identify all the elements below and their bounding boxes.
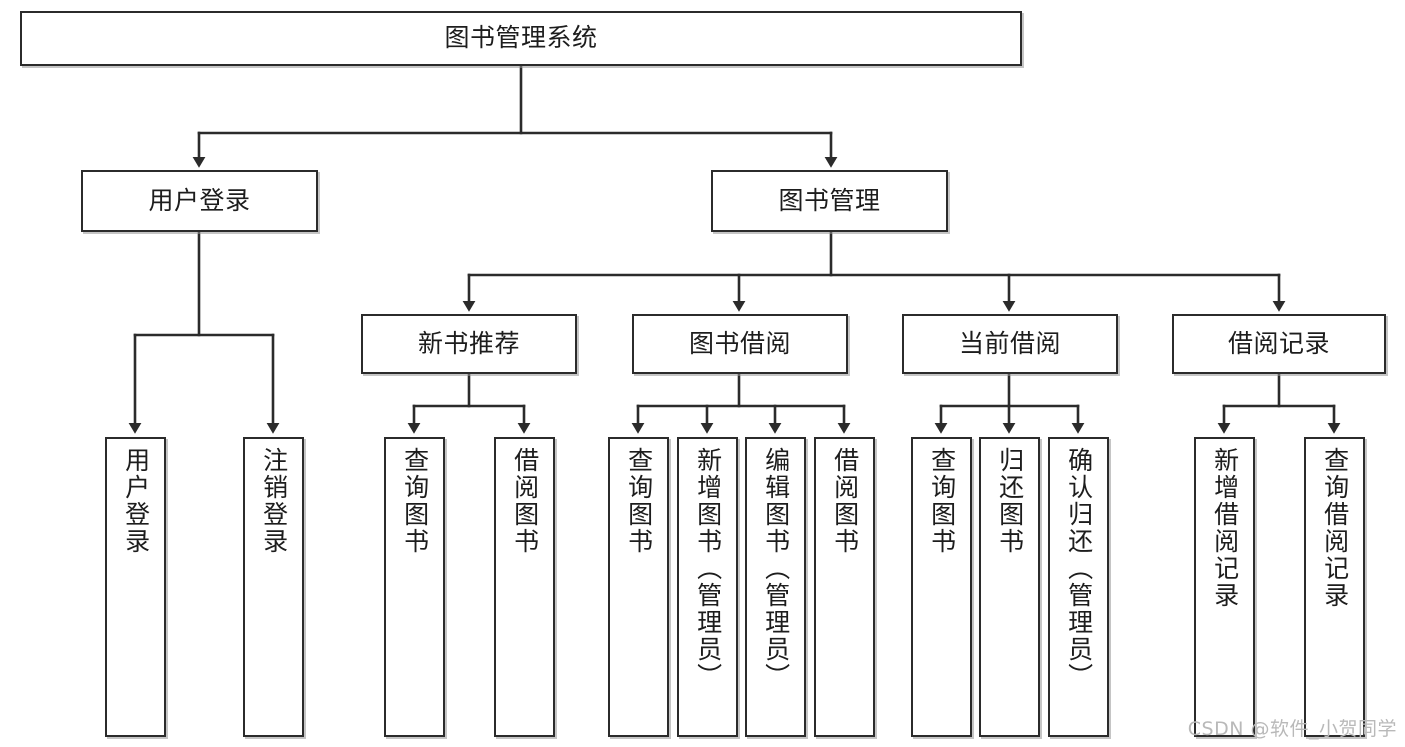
leaf-new-book-query[interactable]: 查询图书 — [384, 437, 445, 737]
node-label: 编辑图书（管理员） — [761, 447, 791, 690]
node-label: 借阅记录 — [1227, 328, 1330, 358]
node-label: 新增借阅记录 — [1210, 447, 1240, 609]
node-label: 确认归还（管理员） — [1064, 447, 1094, 690]
node-label: 图书管理 — [778, 185, 881, 215]
node-label: 图书借阅 — [688, 328, 791, 358]
node-root-system[interactable]: 图书管理系统 — [20, 11, 1022, 66]
node-label: 借阅图书 — [510, 447, 540, 555]
node-label: 注销登录 — [259, 447, 289, 555]
leaf-borrow-record-query[interactable]: 查询借阅记录 — [1304, 437, 1365, 737]
leaf-current-borrow-return[interactable]: 归还图书 — [979, 437, 1040, 737]
leaf-current-borrow-query[interactable]: 查询图书 — [911, 437, 972, 737]
leaf-user-login-signout[interactable]: 注销登录 — [243, 437, 304, 737]
node-label: 用户登录 — [121, 447, 151, 555]
node-label: 当前借阅 — [958, 328, 1061, 358]
leaf-book-borrow-add-admin[interactable]: 新增图书（管理员） — [677, 437, 738, 737]
node-book-management[interactable]: 图书管理 — [711, 170, 948, 232]
leaf-user-login-signin[interactable]: 用户登录 — [105, 437, 166, 737]
node-current-borrow[interactable]: 当前借阅 — [902, 314, 1118, 374]
node-label: 借阅图书 — [830, 447, 860, 555]
node-borrow-record[interactable]: 借阅记录 — [1172, 314, 1386, 374]
leaf-current-borrow-confirm-admin[interactable]: 确认归还（管理员） — [1048, 437, 1109, 737]
node-label: 查询图书 — [400, 447, 430, 555]
node-new-book-recommend[interactable]: 新书推荐 — [361, 314, 577, 374]
node-label: 查询借阅记录 — [1320, 447, 1350, 609]
node-label: 新书推荐 — [417, 328, 520, 358]
node-label: 查询图书 — [624, 447, 654, 555]
node-book-borrow[interactable]: 图书借阅 — [632, 314, 848, 374]
leaf-book-borrow-query[interactable]: 查询图书 — [608, 437, 669, 737]
node-label: 图书管理系统 — [444, 23, 598, 53]
node-label: 查询图书 — [927, 447, 957, 555]
node-user-login[interactable]: 用户登录 — [81, 170, 318, 232]
csdn-watermark: CSDN @软件_小贺同学 — [1187, 718, 1397, 740]
node-label: 新增图书（管理员） — [693, 447, 723, 690]
node-label: 用户登录 — [148, 185, 251, 215]
leaf-book-borrow-borrow[interactable]: 借阅图书 — [814, 437, 875, 737]
node-label: 归还图书 — [995, 447, 1025, 555]
leaf-borrow-record-add[interactable]: 新增借阅记录 — [1194, 437, 1255, 737]
leaf-new-book-borrow[interactable]: 借阅图书 — [494, 437, 555, 737]
leaf-book-borrow-edit-admin[interactable]: 编辑图书（管理员） — [745, 437, 806, 737]
